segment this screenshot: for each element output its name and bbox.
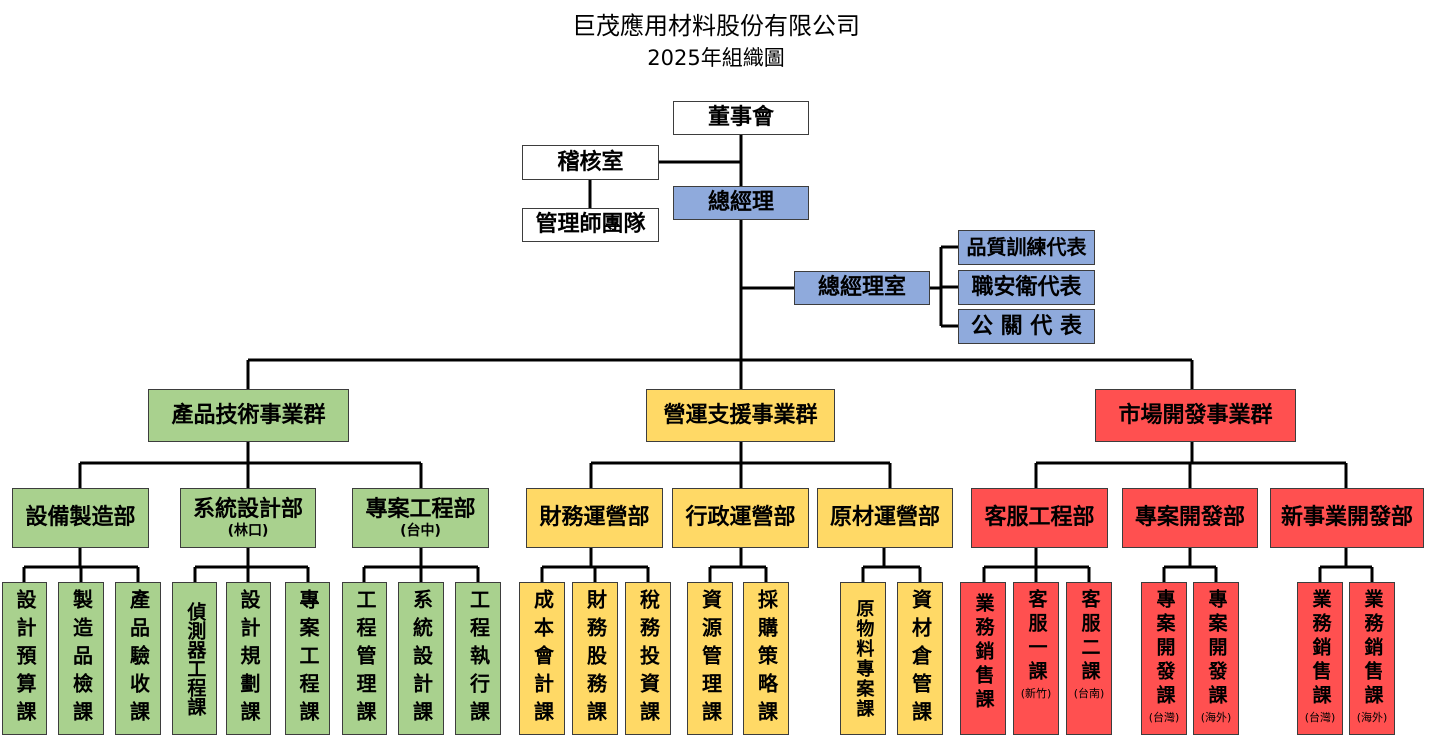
- section-label: 偵測器工程課: [184, 601, 207, 716]
- section-box: 成本會計課: [519, 582, 565, 735]
- general-manager-label: 總經理: [707, 190, 774, 216]
- section-label: 財務股務課: [583, 588, 608, 729]
- section-label: 設計預算課: [13, 588, 37, 729]
- gm-office-label: 總經理室: [817, 275, 906, 301]
- market-group-box: 市場開發事業群: [1095, 389, 1296, 442]
- section-box: 專案開發課 (海外): [1193, 582, 1239, 735]
- section-label: 產品驗收課: [126, 588, 151, 729]
- section-label: 專案開發課: [1153, 589, 1176, 709]
- new-business-dept-box: 新事業開發部: [1270, 488, 1424, 548]
- section-box: 工程執行課: [455, 582, 501, 735]
- product-tech-group-label: 產品技術事業群: [171, 402, 326, 428]
- section-box: 設計規劃課: [226, 582, 271, 735]
- section-box: 製造品檢課: [58, 582, 104, 735]
- section-box: 工程管理課: [342, 582, 387, 735]
- safety-rep-box: 職安衛代表: [958, 270, 1095, 305]
- finance-ops-dept-box: 財務運營部: [526, 488, 663, 548]
- section-label: 資材倉管課: [908, 588, 933, 729]
- safety-rep-label: 職安衛代表: [971, 274, 1082, 300]
- equipment-mfg-dept-box: 設備製造部: [12, 488, 149, 548]
- general-manager-box: 總經理: [673, 186, 809, 220]
- gm-office-box: 總經理室: [794, 271, 930, 305]
- system-design-dept-box: 系統設計部 (林口): [180, 488, 316, 548]
- section-label: 工程管理課: [353, 588, 377, 729]
- section-box: 稅務投資課: [625, 582, 671, 735]
- section-label: 製造品檢課: [69, 588, 94, 729]
- new-business-dept-label: 新事業開發部: [1280, 505, 1413, 531]
- section-box: 客服一課 (新竹): [1013, 582, 1059, 735]
- section-note: (新竹): [1020, 687, 1052, 700]
- board-box: 董事會: [673, 101, 809, 135]
- section-box: 資源管理課: [687, 582, 733, 735]
- section-note: (台灣): [1148, 711, 1180, 724]
- section-box: 設計預算課: [2, 582, 47, 735]
- section-note: (海外): [1200, 711, 1232, 724]
- material-ops-dept-box: 原材運營部: [817, 488, 953, 548]
- section-box: 採購策略課: [743, 582, 789, 735]
- section-label: 資源管理課: [698, 588, 723, 729]
- audit-label: 稽核室: [557, 149, 624, 175]
- section-label: 客服一課: [1025, 589, 1048, 685]
- section-box: 業務銷售課 (海外): [1349, 582, 1395, 735]
- section-box: 資材倉管課: [897, 582, 943, 735]
- equipment-mfg-dept-label: 設備製造部: [25, 505, 136, 531]
- pr-rep-label: 公 關 代 表: [971, 313, 1082, 339]
- section-box: 專案開發課 (台灣): [1141, 582, 1187, 735]
- board-label: 董事會: [707, 105, 774, 131]
- section-label: 設計規劃課: [237, 588, 261, 729]
- section-label: 業務銷售課: [1309, 589, 1332, 709]
- audit-box: 稽核室: [522, 145, 659, 180]
- section-label: 客服二課: [1078, 589, 1101, 685]
- section-label: 成本會計課: [530, 588, 555, 729]
- section-note: (海外): [1356, 711, 1388, 724]
- project-eng-dept-label: 專案工程部: [365, 497, 476, 523]
- section-label: 系統設計課: [409, 588, 434, 729]
- finance-ops-dept-label: 財務運營部: [539, 505, 650, 531]
- customer-service-dept-label: 客服工程部: [984, 505, 1095, 531]
- section-box: 系統設計課: [398, 582, 444, 735]
- section-label: 業務銷售課: [972, 593, 995, 713]
- section-box: 客服二課 (台南): [1066, 582, 1112, 735]
- project-eng-dept-box: 專案工程部 (台中): [352, 488, 489, 548]
- system-design-dept-location: (林口): [227, 522, 269, 539]
- section-label: 採購策略課: [754, 588, 779, 729]
- section-box: 業務銷售課 (台灣): [1297, 582, 1343, 735]
- company-title: 巨茂應用材料股份有限公司: [572, 12, 860, 40]
- quality-training-rep-box: 品質訓練代表: [958, 230, 1095, 265]
- section-box: 財務股務課: [572, 582, 618, 735]
- section-note: (台南): [1073, 687, 1105, 700]
- operations-group-label: 營運支援事業群: [663, 402, 818, 428]
- admin-ops-dept-label: 行政運營部: [685, 505, 796, 531]
- section-box: 偵測器工程課: [172, 582, 217, 735]
- section-label: 專案工程課: [296, 588, 320, 729]
- section-box: 原物料專案課: [840, 582, 886, 735]
- section-box: 業務銷售課: [960, 582, 1006, 735]
- project-eng-dept-location: (台中): [400, 522, 441, 539]
- section-box: 產品驗收課: [115, 582, 161, 735]
- market-group-label: 市場開發事業群: [1118, 402, 1273, 428]
- quality-training-rep-label: 品質訓練代表: [966, 235, 1087, 259]
- section-note: (台灣): [1304, 711, 1336, 724]
- product-tech-group-box: 產品技術事業群: [148, 389, 349, 442]
- chart-title: 2025年組織圖: [647, 46, 785, 70]
- system-design-dept-label: 系統設計部: [192, 497, 303, 523]
- section-label: 業務銷售課: [1361, 589, 1384, 709]
- project-dev-dept-box: 專案開發部: [1122, 488, 1258, 548]
- section-label: 原物料專案課: [853, 598, 875, 719]
- customer-service-dept-box: 客服工程部: [971, 488, 1108, 548]
- management-team-label: 管理師團隊: [535, 212, 646, 238]
- material-ops-dept-label: 原材運營部: [829, 505, 940, 531]
- admin-ops-dept-box: 行政運營部: [672, 488, 809, 548]
- operations-group-box: 營運支援事業群: [646, 389, 835, 442]
- section-label: 稅務投資課: [636, 588, 661, 729]
- pr-rep-box: 公 關 代 表: [958, 309, 1095, 344]
- management-team-box: 管理師團隊: [522, 208, 659, 242]
- section-label: 工程執行課: [466, 588, 491, 729]
- section-box: 專案工程課: [285, 582, 330, 735]
- project-dev-dept-label: 專案開發部: [1134, 505, 1245, 531]
- section-label: 專案開發課: [1205, 589, 1228, 709]
